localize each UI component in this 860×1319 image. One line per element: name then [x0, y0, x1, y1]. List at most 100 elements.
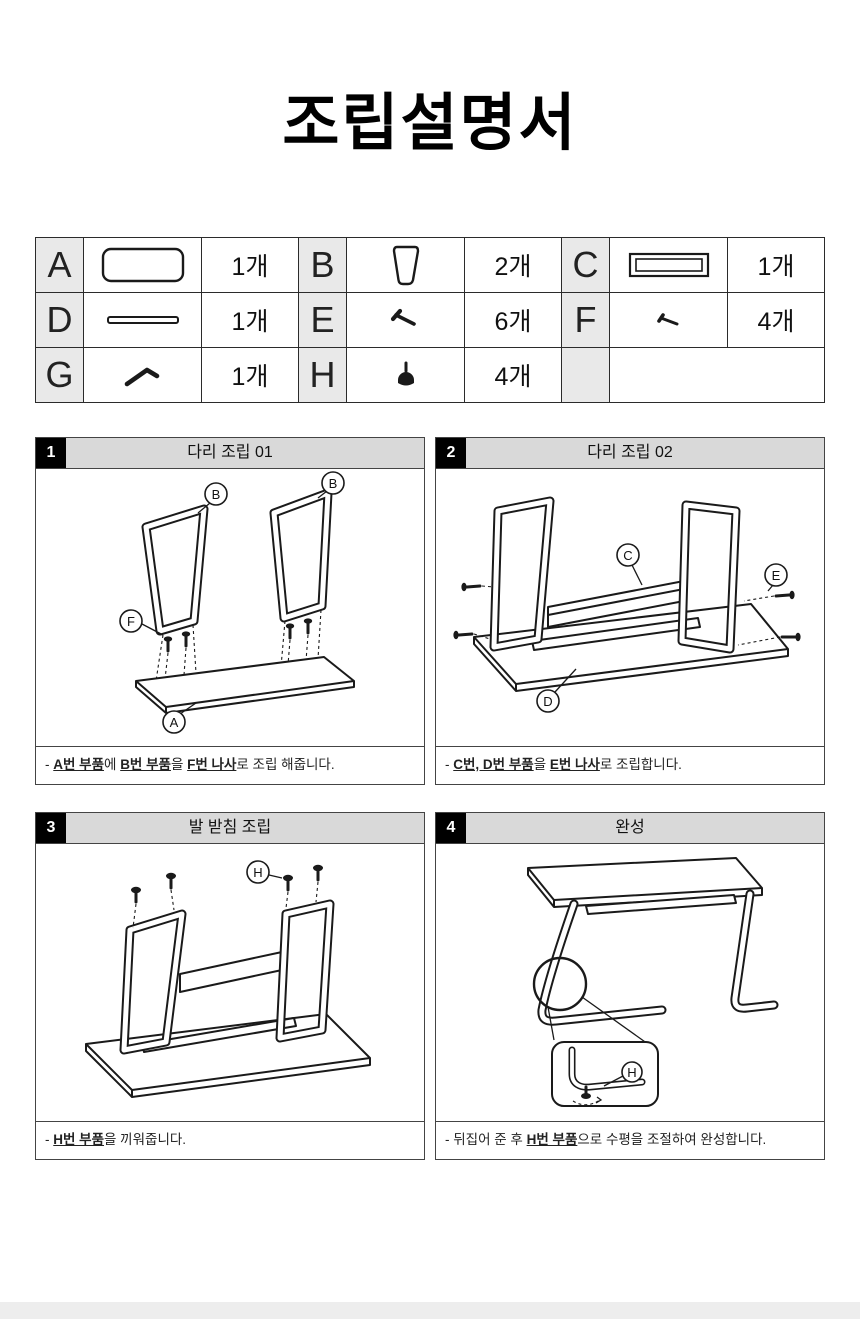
screws-e	[453, 582, 801, 642]
part-h-cell	[347, 348, 465, 403]
magnifier-connector	[581, 996, 649, 1045]
parts-table: A 1개 B 2개 C 1개 D	[35, 237, 825, 403]
part-f-cell	[610, 293, 728, 348]
leg-assembly-01-svg: B B F A	[119, 471, 355, 734]
label-text: A	[170, 715, 179, 730]
label-text: F	[127, 614, 135, 629]
caption-text: 을	[170, 757, 188, 772]
step-number-badge: 3	[36, 813, 66, 843]
desk-leg-right	[730, 889, 779, 1013]
label-f: F	[119, 609, 164, 636]
screws-f	[163, 618, 313, 653]
caption-part-reference: C번, D번 부품	[453, 757, 534, 772]
part-letter-g: G	[36, 348, 84, 403]
label-text: B	[329, 476, 338, 491]
label-text: H	[627, 1065, 636, 1080]
foot-pad-icon	[397, 361, 414, 386]
caption-text: 에	[104, 757, 121, 772]
zoom-detail-box	[551, 1041, 659, 1107]
alignment-dashes	[473, 585, 781, 646]
part-count-b: 2개	[465, 238, 562, 293]
label-c: C	[616, 543, 643, 586]
panel-title: 다리 조립 02	[587, 444, 673, 461]
step-2-diagram: C E D	[436, 469, 824, 746]
label-text: H	[253, 865, 262, 880]
caption-part-reference: E번 나사	[549, 757, 600, 772]
caption-part-reference: H번 부품	[53, 1132, 105, 1147]
panel-step-4: 4 완성	[435, 812, 825, 1160]
caption-text: 로 조립 해줍니다.	[236, 757, 335, 772]
part-letter-b: B	[299, 238, 347, 293]
panel-title: 완성	[615, 819, 645, 836]
leg-frame-icon	[392, 245, 419, 286]
part-b-frame-left	[141, 504, 209, 636]
caption-part-reference: H번 부품	[526, 1132, 578, 1147]
caption-text: -	[45, 1132, 54, 1147]
part-letter-e: E	[299, 293, 347, 348]
label-b-right: B	[317, 471, 345, 499]
feet-h	[131, 864, 323, 904]
part-count-a: 1개	[202, 238, 299, 293]
finished-desk-svg: H	[527, 857, 779, 1107]
part-g-cell	[84, 348, 202, 403]
part-a-board-flipped	[473, 603, 789, 692]
label-h: H	[246, 860, 283, 884]
caption-text: 으로 수평을 조절하여 완성합니다.	[577, 1132, 767, 1147]
panel-title: 다리 조립 01	[187, 444, 273, 461]
alignment-dashes	[132, 881, 319, 929]
part-count-e: 6개	[465, 293, 562, 348]
part-letter-f: F	[562, 293, 610, 348]
back-panel-icon	[628, 252, 709, 278]
part-d-bar	[531, 617, 701, 651]
caption-part-reference: B번 부품	[120, 757, 171, 772]
caption-text: - 뒤집어 준 후	[445, 1132, 527, 1147]
hex-wrench-icon	[124, 367, 159, 387]
bolt-icon	[390, 308, 416, 326]
part-letter-empty	[562, 348, 610, 403]
part-letter-d: D	[36, 293, 84, 348]
empty-cell	[610, 348, 825, 403]
step-number-badge: 4	[436, 813, 466, 843]
caption-part-reference: F번 나사	[187, 757, 237, 772]
part-count-g: 1개	[202, 348, 299, 403]
panel-2-header: 2 다리 조립 02	[436, 438, 824, 469]
step-number-badge: 1	[36, 438, 66, 468]
label-b-left: B	[197, 482, 228, 514]
part-letter-c: C	[562, 238, 610, 293]
page-title: 조립설명서	[282, 89, 578, 158]
part-count-h: 4개	[465, 348, 562, 403]
zoom-leg-corner	[568, 1046, 646, 1091]
step-number-badge: 2	[436, 438, 466, 468]
panel-step-2: 2 다리 조립 02	[435, 437, 825, 785]
caption-text: -	[45, 757, 54, 772]
top-panel-icon	[101, 247, 184, 283]
panel-caption: - A번 부품에 B번 부품을 F번 나사로 조립 해줍니다.	[36, 746, 424, 784]
caption-part-reference: A번 부품	[53, 757, 105, 772]
panel-3-header: 3 발 받침 조립	[36, 813, 424, 844]
part-a-board	[135, 656, 355, 714]
step-4-diagram: H	[436, 844, 824, 1121]
caption-text: 을	[533, 757, 550, 772]
label-text: B	[212, 487, 221, 502]
panel-4-header: 4 완성	[436, 813, 824, 844]
panel-title: 발 받침 조립	[188, 819, 272, 836]
step-1-diagram: B B F A	[36, 469, 424, 746]
label-text: D	[543, 694, 552, 709]
part-b-frame-right	[269, 488, 333, 623]
desk-under-panel	[585, 894, 737, 915]
caption-text: 을 끼워줍니다.	[104, 1132, 187, 1147]
foot-rest-assembly-svg: H	[85, 860, 371, 1098]
label-h: H	[603, 1061, 643, 1087]
step-3-diagram: H	[36, 844, 424, 1121]
part-b-frame-right	[275, 899, 335, 1043]
caption-text: -	[445, 757, 454, 772]
desk-top	[527, 857, 763, 908]
part-b-frame-left	[489, 496, 555, 652]
panel-step-3: 3 발 받침 조립	[35, 812, 425, 1160]
part-b-cell	[347, 238, 465, 293]
leg-assembly-02-svg: C E D	[453, 496, 801, 713]
part-c-panel	[179, 951, 283, 993]
part-count-c: 1개	[728, 238, 825, 293]
foot-h-zoom	[572, 1085, 603, 1106]
